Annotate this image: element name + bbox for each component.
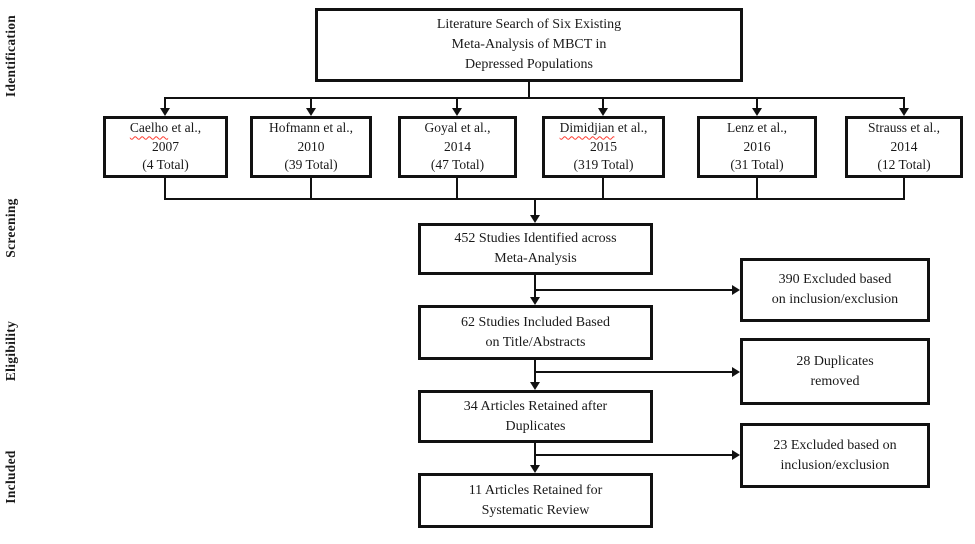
source-box-caelho: Caelho et al., 2007 (4 Total): [103, 116, 228, 178]
source-author: Goyal: [424, 120, 458, 136]
source-total: (39 Total): [284, 157, 338, 173]
source-author-line: Lenz et al.,: [727, 119, 787, 138]
source-box-goyal: Goyal et al., 2014 (47 Total): [398, 116, 517, 178]
exclusion-box-23-text: 23 Excluded based on inclusion/exclusion: [773, 437, 897, 473]
source-author-line: Goyal et al.,: [425, 119, 491, 138]
source-total: (4 Total): [142, 157, 189, 173]
source-box-hofmann: Hofmann et al., 2010 (39 Total): [250, 116, 372, 178]
source-author: Lenz: [727, 120, 754, 136]
stage-label-screening: Screening: [3, 198, 18, 258]
stage-label-included: Included: [3, 450, 18, 504]
source-total: (31 Total): [730, 157, 784, 173]
source-author: Strauss: [867, 120, 907, 136]
exclusion-box-duplicates: 28 Duplicates removed: [740, 338, 930, 405]
flow-box-systematic-review: 11 Articles Retained for Systematic Revi…: [418, 473, 653, 528]
flow-box-systematic-review-text: 11 Articles Retained for Systematic Revi…: [468, 482, 603, 518]
stage-label-eligibility: Eligibility: [3, 320, 18, 382]
source-box-strauss: Strauss et al., 2014 (12 Total): [845, 116, 963, 178]
source-author: Hofmann: [269, 120, 320, 136]
source-author-line: Strauss et al.,: [868, 119, 940, 138]
flow-box-after-duplicates: 34 Articles Retained after Duplicates: [418, 390, 653, 443]
flow-box-title-abstracts-text: 62 Studies Included Based on Title/Abstr…: [461, 314, 610, 350]
source-year: 2014: [444, 138, 471, 154]
exclusion-box-390-text: 390 Excluded based on inclusion/exclusio…: [771, 272, 899, 307]
exclusion-box-390: 390 Excluded based on inclusion/exclusio…: [740, 258, 930, 322]
source-suffix: et al.,: [614, 120, 648, 136]
source-year: 2007: [152, 138, 179, 154]
source-suffix: et al.,: [457, 120, 491, 136]
source-box-lenz: Lenz et al., 2016 (31 Total): [697, 116, 817, 178]
flow-box-after-duplicates-text: 34 Articles Retained after Duplicates: [463, 398, 608, 434]
source-author: Dimidjian: [559, 120, 615, 136]
source-author-line: Caelho et al.,: [130, 119, 201, 138]
source-author: Caelho: [129, 120, 169, 136]
literature-search-box: Literature Search of Six Existing Meta-A…: [315, 8, 743, 82]
source-suffix: et al.,: [168, 120, 202, 136]
source-box-dimidjian: Dimidjian et al., 2015 (319 Total): [542, 116, 665, 178]
source-suffix: et al.,: [907, 120, 940, 136]
source-author-line: Hofmann et al.,: [269, 119, 353, 138]
exclusion-box-23: 23 Excluded based on inclusion/exclusion: [740, 423, 930, 488]
source-suffix: et al.,: [753, 120, 787, 136]
source-year: 2014: [890, 138, 918, 154]
source-total: (319 Total): [573, 157, 634, 173]
source-year: 2015: [590, 138, 617, 154]
source-year: 2010: [297, 138, 325, 154]
source-year: 2016: [743, 138, 771, 154]
source-suffix: et al.,: [320, 120, 353, 136]
flow-box-identified: 452 Studies Identified across Meta-Analy…: [418, 223, 653, 275]
source-total: (12 Total): [877, 157, 931, 173]
source-total: (47 Total): [430, 157, 485, 173]
exclusion-box-duplicates-text: 28 Duplicates removed: [796, 353, 874, 389]
stage-label-identification: Identification: [3, 14, 18, 98]
flow-box-identified-text: 452 Studies Identified across Meta-Analy…: [454, 231, 617, 266]
literature-search-text: Literature Search of Six Existing Meta-A…: [436, 17, 622, 72]
source-author-line: Dimidjian et al.,: [560, 119, 648, 138]
flow-box-title-abstracts: 62 Studies Included Based on Title/Abstr…: [418, 305, 653, 360]
